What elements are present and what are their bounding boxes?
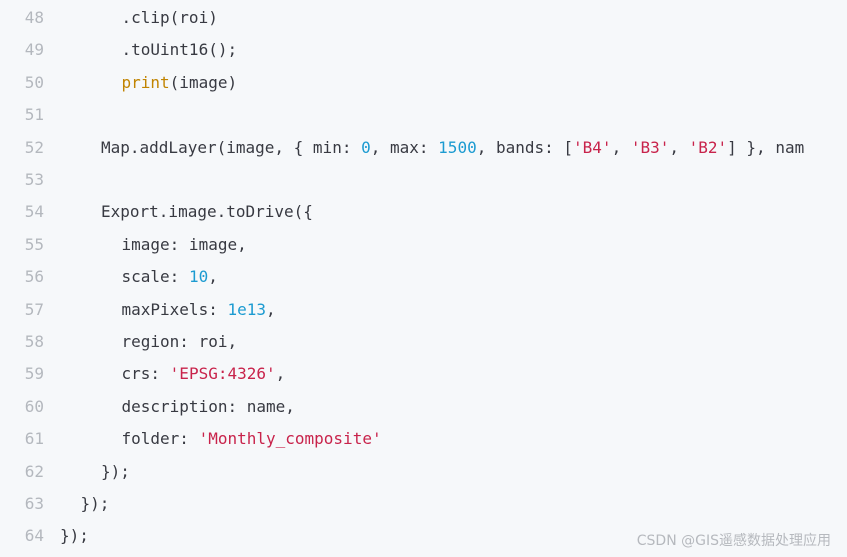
line-number: 57 [24, 299, 44, 319]
code-line: 51 [0, 99, 847, 131]
line-number: 50 [24, 72, 44, 92]
code-token: region: roi, [121, 332, 238, 351]
code-token: 'EPSG:4326' [169, 364, 276, 384]
code-line: 53 [0, 164, 847, 196]
line-number: 61 [24, 429, 44, 449]
code-text: Map.addLayer(image, { min: 0, max: 1500,… [101, 132, 804, 164]
code-token: print [121, 72, 170, 92]
code-text: }); [60, 520, 89, 552]
code-token: }); [101, 461, 130, 481]
code-token: , [266, 299, 276, 319]
code-line: 48 .clip(roi) [0, 2, 847, 34]
line-number: 53 [24, 170, 44, 189]
code-token: 'B2' [688, 137, 728, 157]
code-line: 56 scale: 10, [0, 261, 847, 293]
code-token: 1500 [438, 137, 477, 157]
watermark: CSDN @GIS遥感数据处理应用 [636, 533, 831, 549]
code-token: , [208, 267, 218, 287]
code-token: 0 [361, 137, 371, 157]
line-number: 52 [24, 137, 44, 157]
code-token: Export.image.toDrive({ [101, 202, 313, 222]
code-token: , max: [370, 137, 439, 157]
line-number: 51 [24, 105, 44, 125]
code-token: }); [60, 526, 89, 546]
code-token: scale: [121, 267, 189, 287]
code-text: .toUint16(); [122, 34, 238, 66]
code-text: crs: 'EPSG:4326', [122, 358, 286, 390]
code-text: description: name, [122, 391, 295, 423]
code-token: ] }, nam [727, 137, 805, 157]
code-line: 64}); [0, 520, 847, 552]
line-number: 59 [24, 364, 44, 384]
code-text: print(image) [122, 67, 238, 99]
code-token: .clip(roi) [121, 8, 218, 27]
line-number: 48 [24, 8, 44, 27]
code-line: 57 maxPixels: 1e13, [0, 294, 847, 326]
line-number: 54 [24, 202, 44, 222]
code-token: .toUint16(); [121, 40, 238, 60]
code-token: crs: [121, 364, 170, 384]
code-text: .clip(roi) [122, 2, 218, 34]
code-token: , [275, 364, 286, 384]
code-token: folder: [121, 429, 199, 449]
line-number: 49 [24, 40, 44, 60]
code-line: 63}); [0, 488, 847, 520]
code-text: folder: 'Monthly_composite' [122, 423, 382, 455]
line-number: 58 [24, 332, 44, 351]
code-line: 54 Export.image.toDrive({ [0, 196, 847, 228]
code-line: 59 crs: 'EPSG:4326', [0, 358, 847, 390]
code-token: 10 [188, 267, 209, 287]
code-line: 58 region: roi, [0, 326, 847, 358]
code-token: , bands: [ [476, 137, 574, 157]
line-number: 56 [24, 267, 44, 287]
code-text: region: roi, [122, 326, 238, 358]
code-line: 52 Map.addLayer(image, { min: 0, max: 150… [0, 132, 847, 164]
code-line: 60 description: name, [0, 391, 847, 423]
line-number: 62 [24, 461, 44, 481]
code-token: 1e13 [227, 299, 266, 319]
code-text: }); [101, 456, 130, 488]
code-token: description: name, [121, 396, 295, 416]
code-token: 'Monthly_composite' [198, 429, 382, 449]
line-number: 60 [24, 396, 44, 416]
line-number: 55 [24, 234, 44, 254]
code-line: 55 image: image, [0, 229, 847, 261]
code-text: }); [81, 488, 110, 520]
code-token: (image) [169, 72, 238, 92]
code-token: 'B3' [630, 137, 670, 157]
code-token: , [669, 137, 689, 157]
code-text: Export.image.toDrive({ [101, 196, 313, 228]
code-token: image: image, [121, 234, 247, 254]
code-text: maxPixels: 1e13, [122, 294, 276, 326]
code-line: 62}); [0, 456, 847, 488]
line-number: 64 [24, 526, 44, 546]
code-token: }); [80, 494, 110, 513]
code-token: maxPixels: [121, 299, 228, 319]
code-text: image: image, [122, 229, 247, 261]
code-token: 'B4' [573, 137, 612, 157]
code-token: Map.addLayer(image, { min: [101, 137, 362, 157]
code-line: 49 .toUint16(); [0, 34, 847, 66]
code-line: 61 folder: 'Monthly_composite' [0, 423, 847, 455]
line-number: 63 [24, 494, 44, 513]
code-text: scale: 10, [122, 261, 218, 293]
code-line: 50 print(image) [0, 67, 847, 99]
code-token: , [611, 137, 631, 157]
